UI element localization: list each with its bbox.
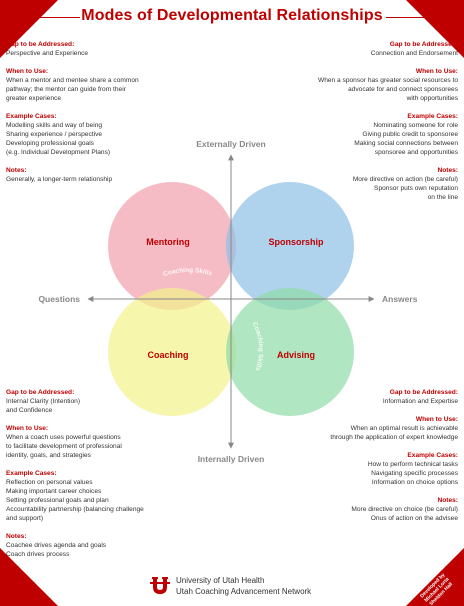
coaching-when-line: identity, goals, and strategies: [6, 452, 91, 459]
footer-line-2: Utah Coaching Advancement Network: [176, 587, 312, 596]
advising-label: Advising: [277, 350, 315, 360]
advising-when-head: When to Use:: [415, 416, 458, 423]
corner-accent-top-left: [0, 0, 58, 58]
sponsorship-cases-head: Example Cases:: [407, 113, 458, 120]
coaching-cases-head: Example Cases:: [6, 470, 57, 477]
coaching-note-line: Coach drives process: [6, 551, 70, 558]
coaching-when-line: When a coach uses powerful questions: [6, 434, 121, 441]
advising-notes-head: Notes:: [437, 497, 458, 504]
university-logo-icon: [150, 577, 170, 594]
mentoring-info: Gap to be Addressed: Perspective and Exp…: [6, 40, 206, 184]
sponsorship-notes-head: Notes:: [437, 167, 458, 174]
coaching-gap-head: Gap to be Addressed:: [6, 389, 75, 396]
sponsorship-when-head: When to Use:: [415, 68, 458, 75]
mentoring-when-line: pathway; the mentor can guide from their: [6, 86, 126, 93]
mentoring-when-line: greater experience: [6, 95, 61, 102]
advising-note-line: More directive on choice (be careful): [351, 506, 458, 513]
page-title: Modes of Developmental Relationships: [81, 7, 383, 24]
advising-case-line: How to perform technical tasks: [367, 461, 458, 468]
advising-when-line: through the application of expert knowle…: [330, 434, 458, 441]
mentoring-case-line: Developing professional goals: [6, 140, 94, 147]
sponsorship-case-line: Making social connections between: [354, 140, 458, 147]
coaching-when-line: to facilitate development of professiona…: [6, 443, 122, 450]
coaching-case-line: and support): [6, 515, 44, 522]
sponsorship-gap-line: Connection and Endorsement: [370, 50, 458, 57]
mentoring-case-line: (e.g. Individual Development Plans): [6, 149, 111, 156]
mentoring-gap-head: Gap to be Addressed:: [6, 41, 75, 48]
title-rule-right: [386, 17, 426, 18]
axis-label-right: Answers: [382, 294, 418, 304]
coaching-case-line: Making important career choices: [6, 488, 102, 495]
mentoring-circle: [108, 182, 236, 310]
mentoring-case-line: Modelling skills and way of being: [6, 122, 103, 129]
sponsorship-when-line: When a sponsor has greater social resour…: [317, 77, 458, 84]
mentoring-cases-head: Example Cases:: [6, 113, 57, 120]
corner-accent-top-right: [406, 0, 464, 58]
title-rule-left: [40, 17, 80, 18]
advising-case-line: Navigating specific processes: [371, 470, 458, 477]
mentoring-case-line: Sharing experience / perspective: [6, 131, 103, 138]
advising-gap-line: Information and Expertise: [382, 398, 458, 405]
sponsorship-note-line: More directive on action (be careful): [352, 176, 458, 183]
sponsorship-case-line: Nominating someone for role: [373, 122, 458, 129]
sponsorship-when-line: advocate for and connect sponsorees: [348, 86, 458, 93]
mentoring-notes-head: Notes:: [6, 167, 27, 174]
coaching-case-line: Reflection on personal values: [6, 479, 93, 486]
coaching-when-head: When to Use:: [6, 425, 49, 432]
axis-label-top: Externally Driven: [196, 139, 265, 149]
corner-accent-bottom-left: [0, 548, 58, 606]
corner-accent-bottom-right: [406, 548, 464, 606]
coaching-circle: [108, 288, 236, 416]
mentoring-note-line: Generally, a longer-term relationship: [6, 176, 113, 183]
footer-text: University of Utah Health Utah Coaching …: [176, 575, 311, 597]
sponsorship-gap-head: Gap to be Addressed:: [389, 41, 458, 48]
footer-line-1: University of Utah Health: [176, 576, 265, 585]
advising-gap-head: Gap to be Addressed:: [389, 389, 458, 396]
coaching-notes-head: Notes:: [6, 533, 27, 540]
advising-circle: [226, 288, 354, 416]
axis-label-left: Questions: [38, 294, 80, 304]
coaching-gap-line: and Confidence: [6, 407, 53, 414]
sponsorship-circle: [226, 182, 354, 310]
sponsorship-case-line: sponsoree and opportunities: [374, 149, 458, 156]
mentoring-gap-line: Perspective and Experience: [6, 50, 89, 57]
mentoring-when-line: When a mentor and mentee share a common: [6, 77, 139, 84]
advising-when-line: When an optimal result is achievable: [350, 425, 458, 432]
coaching-info: Gap to be Addressed: Internal Clarity (I…: [6, 388, 206, 559]
sponsorship-case-line: Giving public credit to sponsoree: [362, 131, 458, 138]
sponsorship-note-line: on the line: [427, 194, 458, 201]
coaching-case-line: Accountability partnership (balancing ch…: [6, 506, 144, 513]
advising-case-line: Information on choice options: [371, 479, 458, 486]
advising-cases-head: Example Cases:: [407, 452, 458, 459]
mentoring-when-head: When to Use:: [6, 68, 49, 75]
coaching-case-line: Setting professional goals and plan: [6, 497, 109, 504]
sponsorship-note-line: Sponsor puts own reputation: [374, 185, 458, 192]
axis-label-bottom: Internally Driven: [198, 454, 265, 464]
sponsorship-info: Gap to be Addressed: Connection and Endo…: [258, 40, 458, 202]
coaching-skills-top: Coaching Skills: [162, 267, 213, 278]
sponsorship-label: Sponsorship: [268, 237, 324, 247]
coaching-label: Coaching: [147, 350, 188, 360]
advising-note-line: Onus of action on the advisee: [370, 515, 458, 522]
coaching-gap-line: Internal Clarity (Intention): [6, 398, 81, 405]
coaching-note-line: Coachee drives agenda and goals: [6, 542, 107, 549]
advising-info: Gap to be Addressed: Information and Exp…: [258, 388, 458, 523]
sponsorship-when-line: with opportunities: [406, 95, 458, 102]
mentoring-label: Mentoring: [146, 237, 190, 247]
